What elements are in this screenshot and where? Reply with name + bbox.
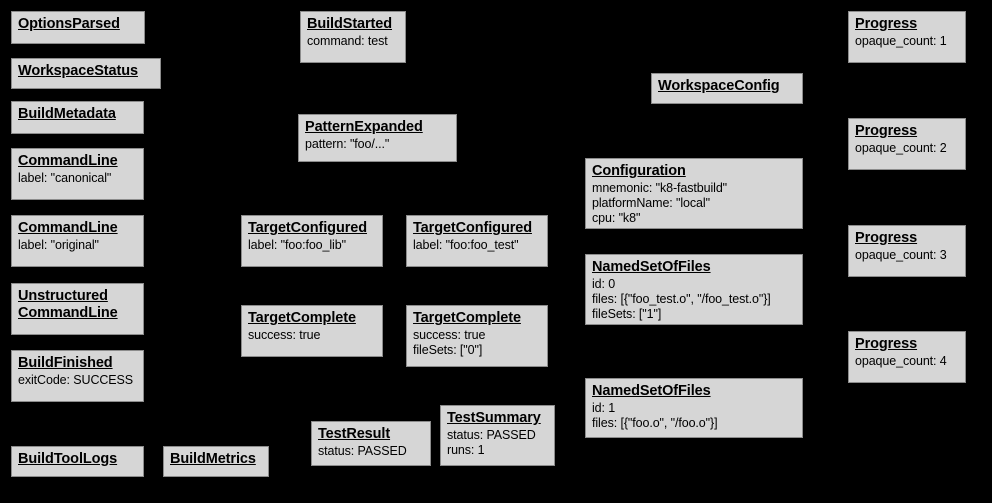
node-fields: opaque_count: 4: [855, 354, 959, 369]
event-node-command-line-canonical[interactable]: CommandLine label: "canonical": [11, 148, 144, 200]
node-field: success: true: [248, 328, 321, 343]
node-fields: opaque_count: 1: [855, 34, 959, 49]
node-title: WorkspaceConfig: [658, 78, 780, 94]
node-title: CommandLine: [18, 153, 118, 169]
event-node-unstructured-command-line[interactable]: Unstructured CommandLine: [11, 283, 144, 335]
event-node-target-configured-foo-lib[interactable]: TargetConfigured label: "foo:foo_lib": [241, 215, 383, 267]
event-node-target-complete-lib[interactable]: TargetComplete success: true: [241, 305, 383, 357]
node-field: opaque_count: 1: [855, 34, 947, 49]
node-title: NamedSetOfFiles: [592, 259, 711, 275]
node-title: WorkspaceStatus: [18, 63, 138, 79]
node-field: runs: 1: [447, 442, 485, 457]
node-field: opaque_count: 4: [855, 354, 947, 369]
node-field: mnemonic: "k8-fastbuild": [592, 181, 728, 196]
event-node-build-metrics[interactable]: BuildMetrics: [163, 446, 269, 477]
node-title: TargetConfigured: [413, 220, 532, 236]
node-title: TestResult: [318, 426, 391, 442]
node-title: OptionsParsed: [18, 16, 120, 32]
node-field: fileSets: ["0"]: [413, 342, 483, 357]
node-fields: label: "foo:foo_test": [413, 238, 541, 253]
node-fields: status: PASSED: [318, 444, 424, 459]
node-field: status: PASSED: [318, 444, 407, 459]
node-field: label: "foo:foo_test": [413, 238, 519, 253]
event-node-build-tool-logs[interactable]: BuildToolLogs: [11, 446, 144, 477]
node-title: Configuration: [592, 163, 686, 179]
event-node-command-line-original[interactable]: CommandLine label: "original": [11, 215, 144, 267]
node-field: exitCode: SUCCESS: [18, 373, 134, 388]
node-field: label: "original": [18, 238, 99, 253]
event-node-workspace-config[interactable]: WorkspaceConfig: [651, 73, 803, 104]
node-fields: exitCode: SUCCESS: [18, 373, 137, 388]
node-field: id: 0: [592, 277, 616, 292]
node-title: BuildMetadata: [18, 106, 116, 122]
node-title: TargetComplete: [413, 310, 521, 326]
node-title: Progress: [855, 16, 918, 32]
node-field: pattern: "foo/...": [305, 137, 390, 152]
node-title: Progress: [855, 123, 918, 139]
event-node-progress-3[interactable]: Progress opaque_count: 3: [848, 225, 966, 277]
node-title: CommandLine: [18, 220, 118, 236]
node-field: command: test: [307, 34, 388, 49]
node-title: TargetConfigured: [248, 220, 367, 236]
event-node-test-result[interactable]: TestResult status: PASSED: [311, 421, 431, 466]
event-node-options-parsed[interactable]: OptionsParsed: [11, 11, 145, 44]
node-fields: opaque_count: 3: [855, 248, 959, 263]
node-fields: label: "canonical": [18, 171, 137, 186]
node-title: Unstructured CommandLine: [18, 288, 118, 322]
node-field: label: "foo:foo_lib": [248, 238, 346, 253]
node-field: files: [{"foo_test.o", "/foo_test.o"}]: [592, 291, 771, 306]
node-title: BuildMetrics: [170, 451, 256, 467]
node-field: cpu: "k8": [592, 210, 641, 225]
node-title: NamedSetOfFiles: [592, 383, 711, 399]
node-title: BuildStarted: [307, 16, 393, 32]
node-field: fileSets: ["1"]: [592, 306, 662, 321]
event-node-pattern-expanded[interactable]: PatternExpanded pattern: "foo/...": [298, 114, 457, 162]
node-field: status: PASSED: [447, 428, 536, 443]
node-field: files: [{"foo.o", "/foo.o"}]: [592, 415, 718, 430]
node-field: label: "canonical": [18, 171, 112, 186]
event-node-configuration[interactable]: Configuration mnemonic: "k8-fastbuild"pla…: [585, 158, 803, 229]
node-title: TargetComplete: [248, 310, 356, 326]
node-title: Progress: [855, 230, 918, 246]
node-field: opaque_count: 3: [855, 248, 947, 263]
node-field: success: true: [413, 328, 486, 343]
node-title: BuildFinished: [18, 355, 113, 371]
event-node-build-metadata[interactable]: BuildMetadata: [11, 101, 144, 134]
event-node-progress-1[interactable]: Progress opaque_count: 1: [848, 11, 966, 63]
node-title: PatternExpanded: [305, 119, 423, 135]
event-node-progress-2[interactable]: Progress opaque_count: 2: [848, 118, 966, 170]
event-node-workspace-status[interactable]: WorkspaceStatus: [11, 58, 161, 89]
event-node-build-started[interactable]: BuildStarted command: test: [300, 11, 406, 63]
node-fields: pattern: "foo/...": [305, 137, 450, 152]
node-field: platformName: "local": [592, 195, 710, 210]
node-fields: mnemonic: "k8-fastbuild"platformName: "l…: [592, 181, 796, 225]
node-fields: label: "foo:foo_lib": [248, 238, 376, 253]
node-title: BuildToolLogs: [18, 451, 118, 467]
event-node-target-configured-foo-test[interactable]: TargetConfigured label: "foo:foo_test": [406, 215, 548, 267]
node-field: opaque_count: 2: [855, 141, 947, 156]
node-fields: success: true: [248, 328, 376, 343]
event-node-progress-4[interactable]: Progress opaque_count: 4: [848, 331, 966, 383]
event-node-build-finished[interactable]: BuildFinished exitCode: SUCCESS: [11, 350, 144, 402]
node-field: id: 1: [592, 401, 616, 416]
node-fields: command: test: [307, 34, 399, 49]
node-fields: opaque_count: 2: [855, 141, 959, 156]
node-title: Progress: [855, 336, 918, 352]
node-title: TestSummary: [447, 410, 541, 426]
node-fields: label: "original": [18, 238, 137, 253]
